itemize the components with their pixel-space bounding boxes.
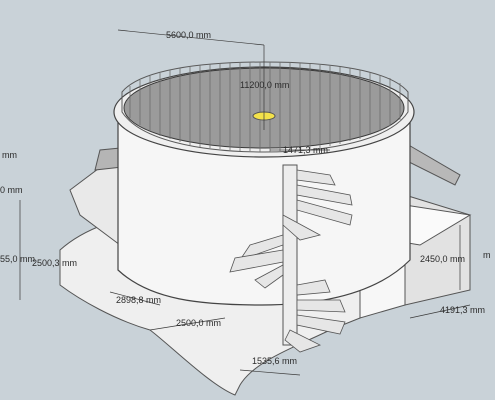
dim-left-partial-3: 55,0 mm	[0, 254, 35, 264]
dim-left-partial-2: 0 mm	[0, 185, 23, 195]
dim-annex-width: 4191,3 mm	[440, 305, 485, 315]
railing-balusters	[129, 62, 401, 152]
dim-annex-height: 2450,0 mm	[420, 254, 465, 264]
dim-diameter: 11200,0 mm	[240, 80, 289, 90]
dim-stair-radius: 1535,6 mm	[252, 356, 297, 366]
tower-cylinder	[117, 114, 411, 306]
dim-base-width: 2500,0 mm	[176, 318, 221, 328]
dim-left-partial-1: mm	[2, 150, 17, 160]
roof-railing	[121, 61, 409, 153]
dim-top-width: 5600,0 mm	[166, 30, 211, 40]
dim-stair-height: 1471,3 mm	[283, 145, 328, 155]
stair-column	[282, 164, 298, 346]
spiral-stair-treads	[229, 169, 353, 353]
dim-base-depth: 2898,8 mm	[116, 295, 161, 305]
dim-left-height: 2500,3 mm	[32, 258, 77, 268]
dimension-lines	[19, 29, 471, 376]
dim-right-small: m	[483, 250, 491, 260]
